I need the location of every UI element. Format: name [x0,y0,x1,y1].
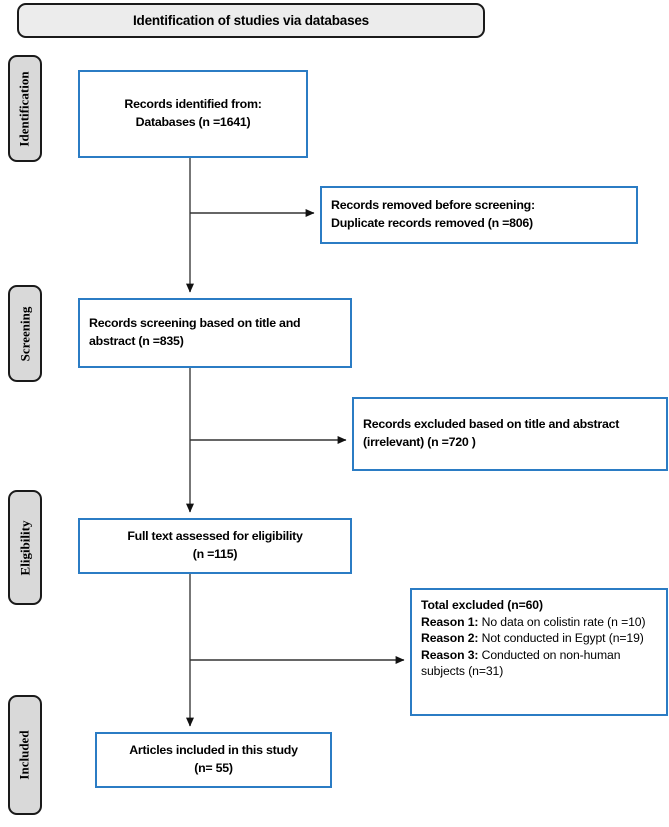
exclusion-reason-3: Reason 3: Conducted on non-human subject… [421,647,658,680]
stage-tab-screening: Screening [8,285,42,382]
box-records-excluded-text: Records excluded based on title and abst… [363,417,620,449]
box-articles-included-text: Articles included in this study (n= 55) [129,743,298,775]
exclusion-reason-3-lead: Reason 3: [421,647,479,662]
exclusion-reason-3-text: Conducted on non-human subjects (n=31) [421,647,621,679]
stage-tab-label: Screening [17,306,32,361]
stage-tab-identification: Identification [8,55,42,162]
box-articles-included: Articles included in this study (n= 55) [95,732,332,788]
stage-tab-label: Identification [17,70,32,147]
box-records-screened: Records screening based on title and abs… [78,298,352,368]
exclusion-reason-2-lead: Reason 2: [421,631,479,646]
box-records-identified-text: Records identified from: Databases (n =1… [124,97,262,129]
box-records-removed: Records removed before screening: Duplic… [320,186,638,244]
exclusion-reason-2-text: Not conducted in Egypt (n=19) [478,631,644,646]
box-records-excluded: Records excluded based on title and abst… [352,397,668,471]
box-full-text-assessed: Full text assessed for eligibility (n =1… [78,518,352,574]
exclusion-total-label: Total excluded (n=60) [421,598,543,612]
exclusion-reason-1: Reason 1: No data on colistin rate (n =1… [421,614,658,631]
box-full-text-assessed-text: Full text assessed for eligibility (n =1… [127,529,303,561]
exclusion-reason-1-text: No data on colistin rate (n =10) [478,614,646,629]
stage-tab-included: Included [8,695,42,815]
stage-tab-label: Eligibility [17,520,32,575]
box-records-removed-text: Records removed before screening: Duplic… [331,198,535,230]
box-exclusion-reasons: Total excluded (n=60) Reason 1: No data … [410,588,668,716]
box-records-identified: Records identified from: Databases (n =1… [78,70,308,158]
stage-tab-eligibility: Eligibility [8,490,42,605]
diagram-header-banner: Identification of studies via databases [17,3,485,38]
stage-tab-label: Included [17,730,33,780]
header-title: Identification of studies via databases [132,13,369,28]
box-records-screened-text: Records screening based on title and abs… [89,316,301,348]
exclusion-reason-1-lead: Reason 1: [421,614,479,629]
exclusion-reason-2: Reason 2: Not conducted in Egypt (n=19) [421,630,658,647]
